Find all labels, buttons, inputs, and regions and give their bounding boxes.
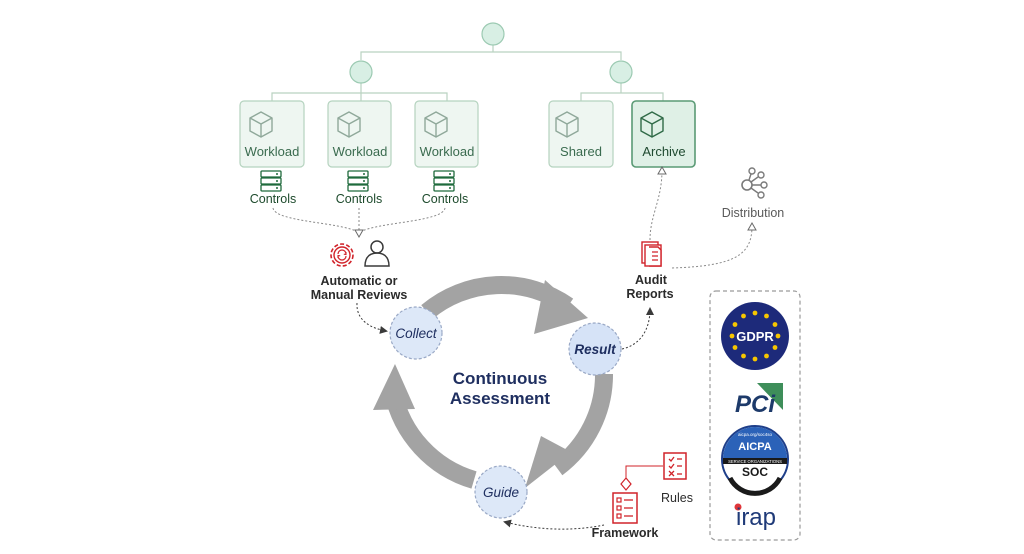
- reviews-label-line1: Automatic or: [320, 274, 397, 288]
- irap-badge: irap: [734, 503, 776, 531]
- workload-label: Workload: [333, 144, 388, 159]
- shared-account[interactable]: Shared: [548, 100, 614, 168]
- pci-badge: PCi: [728, 383, 783, 421]
- irap-text: irap: [736, 504, 776, 531]
- gdpr-text: GDPR: [736, 329, 774, 344]
- automation-gear-icon: [330, 243, 354, 267]
- framework-group: Rules Framework: [503, 452, 693, 540]
- pci-text: PCi: [735, 391, 776, 418]
- soc-top-text: aicpa.org/soc4so: [738, 432, 773, 437]
- audit-label-line2: Reports: [626, 287, 673, 301]
- framework-label: Framework: [592, 526, 659, 540]
- archive-label: Archive: [642, 144, 685, 159]
- workload-label: Workload: [420, 144, 475, 159]
- controls-label: Controls: [250, 192, 297, 206]
- result-node[interactable]: Result: [568, 322, 622, 376]
- collect-node[interactable]: Collect: [389, 306, 443, 360]
- workload-account-1[interactable]: Workload: [239, 100, 305, 168]
- controls-group: Controls Controls Controls: [250, 170, 469, 239]
- org-unit-node-right: [609, 60, 633, 84]
- guide-label: Guide: [483, 485, 519, 500]
- cycle-title-line2: Assessment: [450, 389, 551, 408]
- person-icon: [364, 240, 390, 267]
- distribution-label: Distribution: [722, 206, 785, 220]
- server-stack-icon: [433, 170, 455, 192]
- server-stack-icon: [347, 170, 369, 192]
- audit-label-line1: Audit: [635, 273, 668, 287]
- controls-label: Controls: [422, 192, 469, 206]
- audit-group: Audit Reports Distribution: [621, 165, 785, 350]
- collect-label: Collect: [395, 326, 438, 341]
- root-node: [481, 22, 505, 46]
- hierarchy-tree: Workload Workload Workload Shared Archiv…: [239, 22, 696, 168]
- badges-frame: [709, 290, 801, 541]
- distribution-share-icon: [741, 167, 768, 199]
- soc-sub-text: SERVICE ORGANIZATIONS: [728, 459, 782, 464]
- rules-label: Rules: [661, 491, 693, 505]
- server-stack-icon: [260, 170, 282, 192]
- result-label: Result: [574, 342, 616, 357]
- shared-label: Shared: [560, 144, 602, 159]
- report-document-icon: [641, 241, 662, 267]
- assessment-cycle: Continuous Assessment Collect Result Gui…: [373, 275, 622, 519]
- controls-label: Controls: [336, 192, 383, 206]
- workload-account-3[interactable]: Workload: [414, 100, 479, 168]
- org-unit-node-left: [349, 60, 373, 84]
- workload-account-2[interactable]: Workload: [327, 100, 392, 168]
- gdpr-badge: GDPR: [721, 302, 789, 370]
- aicpa-soc-badge: aicpa.org/soc4so AICPA SERVICE ORGANIZAT…: [721, 425, 789, 496]
- workload-label: Workload: [245, 144, 300, 159]
- compliance-badges-panel: GDPR PCi aicpa.org/soc4so AICPA SERVICE …: [709, 290, 801, 541]
- cycle-title-line1: Continuous: [453, 369, 547, 388]
- archive-account[interactable]: Archive: [631, 100, 696, 168]
- rules-checklist-icon: [663, 452, 687, 480]
- reviews-label-line2: Manual Reviews: [311, 288, 408, 302]
- framework-document-icon: [612, 492, 638, 524]
- guide-node[interactable]: Guide: [474, 465, 528, 519]
- aicpa-text: AICPA: [738, 441, 771, 453]
- reviews-group: Automatic or Manual Reviews: [311, 240, 408, 334]
- soc-text: SOC: [742, 465, 768, 479]
